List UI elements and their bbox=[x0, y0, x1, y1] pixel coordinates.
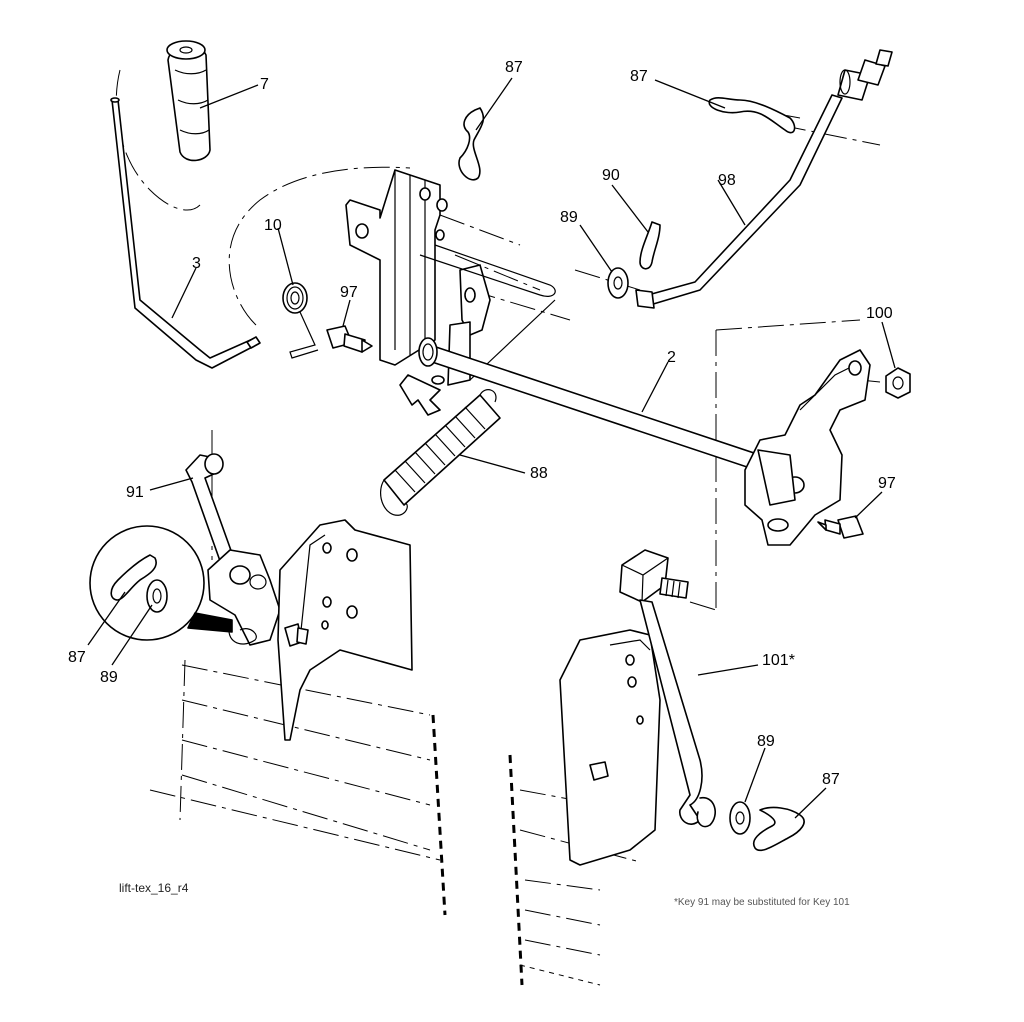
leader-lines bbox=[87, 77, 896, 819]
callout-88: 88 bbox=[530, 465, 548, 482]
figure-id: lift-tex_16_r4 bbox=[119, 881, 189, 895]
callout-100: 100 bbox=[866, 305, 893, 322]
callout-7: 7 bbox=[260, 76, 269, 93]
deck-hanger-right bbox=[559, 629, 661, 866]
shoulder-bolt-upper bbox=[326, 325, 373, 353]
flat-washer-lower bbox=[729, 801, 751, 835]
callout-87-detail: 87 bbox=[68, 649, 86, 666]
detail-circle bbox=[89, 525, 233, 641]
lift-arm-right bbox=[744, 349, 871, 546]
torsion-spring bbox=[282, 282, 319, 359]
lift-lever-rod bbox=[110, 97, 261, 369]
callout-97-right: 97 bbox=[878, 475, 896, 492]
callout-89-lower: 89 bbox=[757, 733, 775, 750]
cotter-clip bbox=[639, 221, 661, 270]
hairpin-clip-upper bbox=[458, 107, 485, 181]
callout-10: 10 bbox=[264, 217, 282, 234]
handle-grip bbox=[166, 40, 211, 162]
callout-98: 98 bbox=[718, 172, 736, 189]
lift-link bbox=[185, 453, 239, 576]
flat-washer-upper bbox=[607, 267, 629, 299]
callout-90: 90 bbox=[602, 167, 620, 184]
callout-87-top: 87 bbox=[505, 59, 523, 76]
shoulder-bolt-right bbox=[817, 515, 864, 539]
callout-labels: 7 87 87 90 98 89 10 3 97 100 2 88 91 97 … bbox=[68, 59, 896, 788]
adjustment-rod bbox=[635, 49, 893, 309]
hairpin-clip-lower bbox=[753, 806, 805, 852]
callout-91: 91 bbox=[126, 484, 144, 501]
callout-101: 101* bbox=[762, 652, 795, 669]
mower-deck-outline bbox=[115, 69, 881, 986]
hex-nut bbox=[885, 367, 911, 399]
callout-87-lower: 87 bbox=[822, 771, 840, 788]
callout-97-upper: 97 bbox=[340, 284, 358, 301]
callout-87-top-right: 87 bbox=[630, 68, 648, 85]
lift-bracket bbox=[345, 169, 491, 416]
callout-89-detail: 89 bbox=[100, 669, 118, 686]
callout-2: 2 bbox=[667, 349, 676, 366]
callout-89-upper: 89 bbox=[560, 209, 578, 226]
extension-spring bbox=[379, 389, 501, 516]
deck-hanger-left bbox=[207, 519, 413, 741]
footnote: *Key 91 may be substituted for Key 101 bbox=[674, 897, 850, 908]
deck-lift-link bbox=[619, 549, 716, 828]
callout-3: 3 bbox=[192, 255, 201, 272]
hairpin-clip-top-right bbox=[708, 97, 796, 134]
